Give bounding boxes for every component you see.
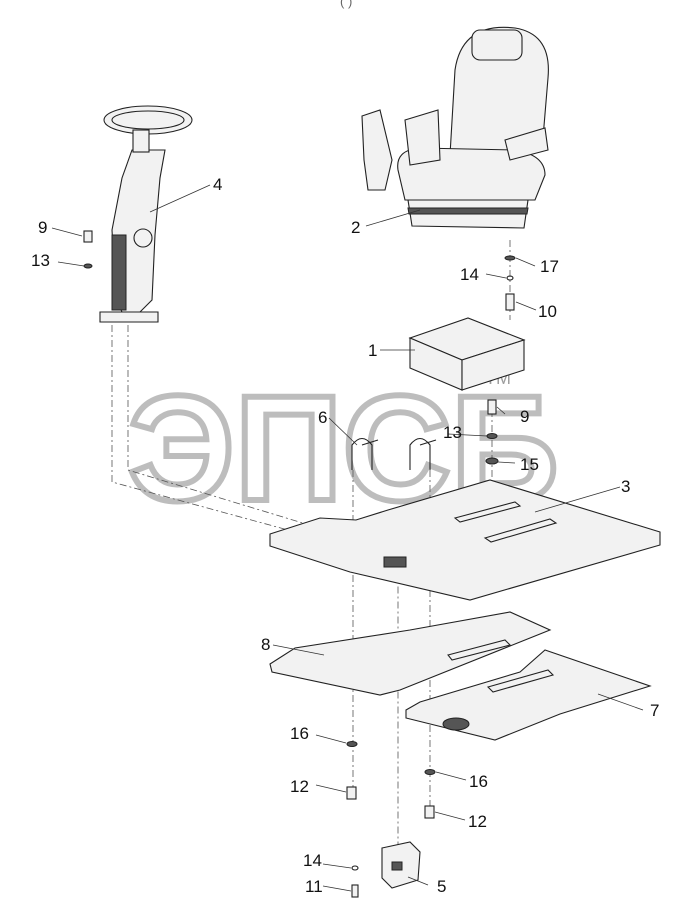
part-8-mat-left (269, 611, 552, 696)
header-fragment: ( ) (340, 0, 352, 9)
part-3-floor-plate (269, 479, 661, 601)
mat-right-body (405, 649, 652, 741)
part-7-mat-right (405, 649, 652, 741)
seat-right-armrest (504, 127, 549, 161)
floor-slot-2 (483, 518, 558, 543)
callout-12-left: 12 (290, 777, 309, 796)
washer-14-top (506, 275, 514, 281)
callout-7: 7 (650, 701, 659, 720)
bolt-9-right (487, 399, 497, 415)
seat-headrest (471, 29, 523, 61)
part-4-steering-column (99, 105, 193, 323)
mat-left-slot (447, 639, 512, 661)
callout-1: 1 (368, 341, 377, 360)
part-2-seat (361, 26, 549, 229)
washer-17 (504, 255, 516, 261)
callout-8: 8 (261, 635, 270, 654)
bolt-9-left (83, 230, 93, 243)
callout-labels: 4 2 1 3 5 6 7 8 9 9 10 11 12 12 13 13 14… (31, 175, 659, 896)
column-lower-panel (111, 234, 127, 311)
box-side (461, 339, 525, 391)
part-1-box (408, 317, 526, 391)
callout-6: 6 (318, 408, 327, 427)
seat-control-lever (361, 109, 393, 191)
callout-4: 4 (213, 175, 222, 194)
callout-13-right: 13 (443, 423, 462, 442)
seat-left-armrest (404, 109, 441, 166)
mat-right-hole (442, 717, 470, 731)
axis-column-secondary (127, 325, 386, 549)
callout-15: 15 (520, 455, 539, 474)
leader-lines (51, 184, 644, 892)
washer-14-bottom (351, 865, 359, 871)
part-5-pedal-block (381, 841, 421, 889)
axis-column-to-pedal (111, 325, 399, 850)
seat-backrest (449, 26, 549, 156)
bolt-11 (351, 884, 359, 898)
callout-16-right: 16 (469, 772, 488, 791)
callout-14-top: 14 (460, 265, 479, 284)
stud-10 (505, 293, 515, 311)
washer-16-left (346, 741, 358, 747)
callout-13-left: 13 (31, 251, 50, 270)
callout-11: 11 (305, 877, 323, 896)
washer-13-right (486, 433, 498, 439)
callout-10: 10 (538, 302, 557, 321)
callout-16-left: 16 (290, 724, 309, 743)
floor-pedal-cutout (383, 556, 407, 568)
nut-12-right (424, 805, 435, 819)
callout-5: 5 (437, 877, 446, 896)
callout-2: 2 (351, 218, 360, 237)
mat-right-slot (486, 669, 555, 693)
column-pivot (133, 228, 153, 248)
washer-15 (485, 457, 499, 465)
callout-3: 3 (621, 477, 630, 496)
floor-plate-body (269, 479, 661, 601)
u-bolt-left (351, 437, 373, 470)
column-hub (132, 129, 150, 153)
callout-9-right: 9 (520, 407, 529, 426)
callout-9-left: 9 (38, 218, 47, 237)
floor-slot-1 (453, 501, 522, 523)
u-bolt-right (409, 437, 431, 470)
callout-14-bottom: 14 (303, 851, 322, 870)
callout-12-right: 12 (468, 812, 487, 831)
column-base-plate (99, 311, 159, 323)
washer-16-right (424, 769, 436, 775)
callout-17: 17 (540, 257, 559, 276)
fasteners (83, 230, 516, 898)
mat-left-body (269, 611, 552, 696)
part-6-u-bolts (351, 437, 437, 470)
nut-12-left (346, 786, 357, 800)
washer-13-left (83, 263, 93, 269)
